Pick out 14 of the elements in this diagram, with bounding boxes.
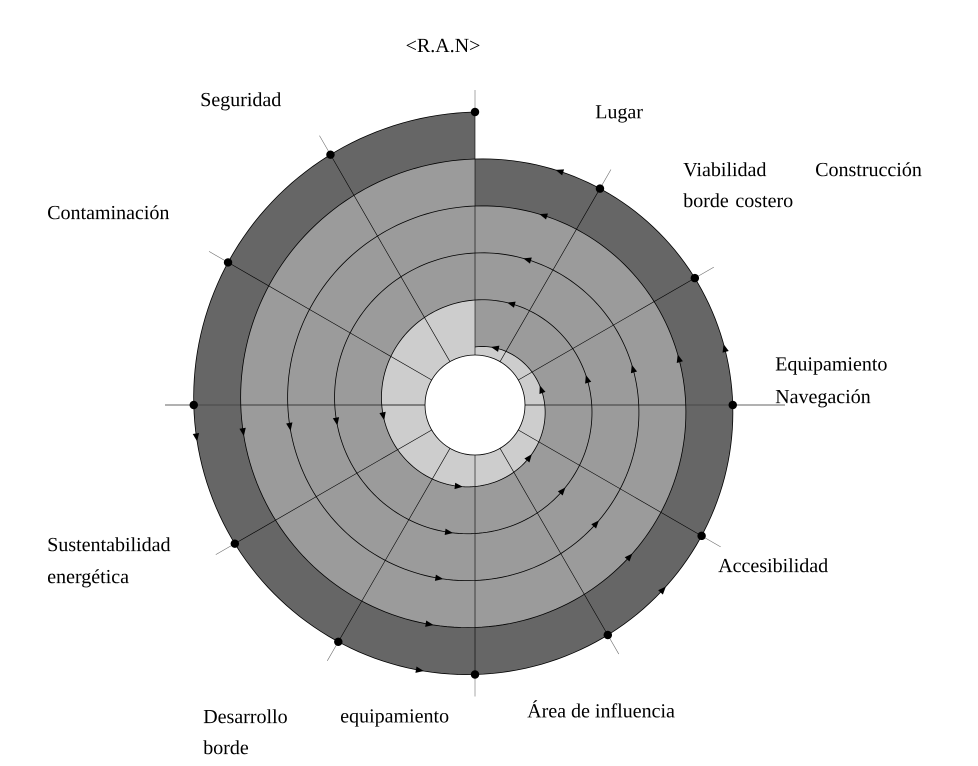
axis-label: Desarrollo borde — [203, 709, 287, 754]
axis-label: Equipamiento — [776, 357, 887, 375]
axis-label: Seguridad — [202, 92, 282, 110]
axis-label: Navegación — [776, 389, 870, 408]
axis-label: Accesibilidad — [718, 558, 828, 572]
axis-label: Lugar — [596, 105, 643, 123]
axis-label: Área de influencia — [527, 700, 675, 718]
axis-label: Viabilidad borde costero — [683, 162, 792, 208]
axis-label: Construcción — [816, 162, 922, 176]
axis-label: energética — [48, 569, 129, 588]
title: <R.A.N> — [406, 38, 480, 52]
axis-label: Contaminación — [48, 205, 170, 220]
axis-label: Sustentabilidad — [48, 537, 170, 552]
axis-label: equipamiento — [341, 709, 448, 727]
